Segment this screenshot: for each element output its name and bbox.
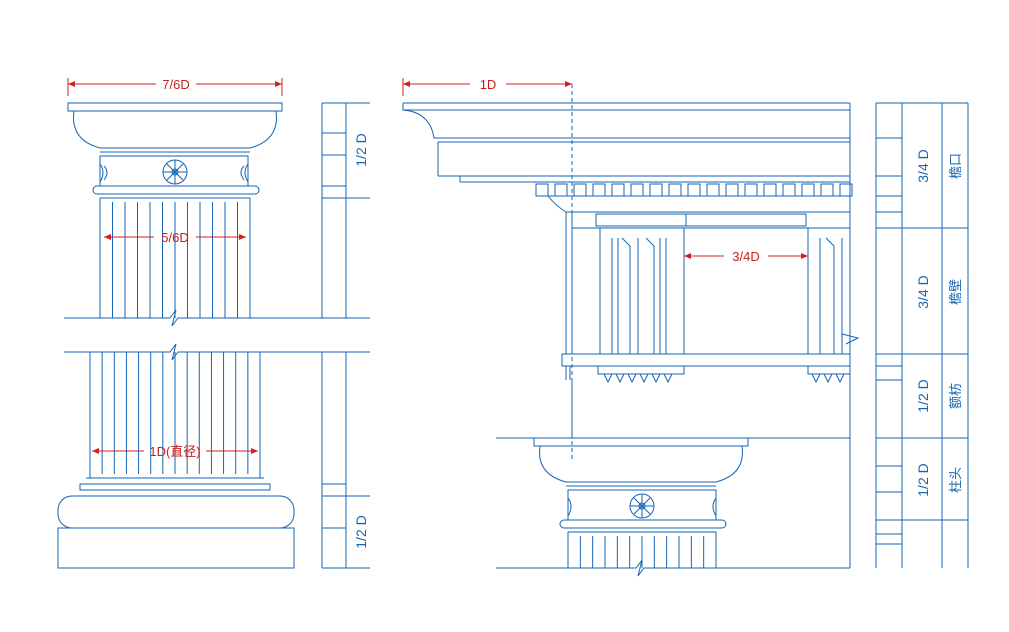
dentil-block xyxy=(668,183,682,197)
dim-neck-width: 5/6D xyxy=(104,230,246,245)
left-lower-shaft xyxy=(57,343,370,569)
left-scale-top-label: 1/2 D xyxy=(353,133,369,166)
dim-top-width: 7/6D xyxy=(67,77,283,96)
dentil-block xyxy=(535,183,549,197)
dentil-block xyxy=(706,183,720,197)
scale-capital-dim: 1/2 D xyxy=(915,463,931,496)
dim-projection: 1D xyxy=(402,77,572,96)
dentil-block xyxy=(573,183,587,197)
scale-architrave-name: 额枋 xyxy=(948,383,964,409)
scale-cornice-name: 檐口 xyxy=(949,153,964,179)
dim-shaft-diameter: 1D(直径) xyxy=(92,444,258,459)
left-capital xyxy=(67,102,283,199)
dentil-block xyxy=(782,183,796,197)
scale-architrave-dim: 1/2 D xyxy=(915,379,931,412)
dentil-block xyxy=(687,183,701,197)
scale-frieze-name: 檐壁 xyxy=(949,279,964,305)
dentil-block xyxy=(763,183,777,197)
dentil-block xyxy=(592,183,606,197)
dentil-block xyxy=(801,183,815,197)
scale-frieze-dim: 3/4 D xyxy=(915,275,931,308)
dentil-block xyxy=(649,183,663,197)
scale-cornice-dim: 3/4 D xyxy=(915,149,931,182)
right-scale-table: 3/4 D 檐口 3/4 D 檐壁 1/2 D 额枋 1/2 D 柱头 xyxy=(875,102,969,568)
dentil-block xyxy=(611,183,625,197)
dentil-block xyxy=(725,183,739,197)
dentil-block xyxy=(630,183,644,197)
cornice xyxy=(402,102,853,213)
dim-metope-label: 3/4D xyxy=(732,249,759,264)
dim-projection-label: 1D xyxy=(480,77,497,92)
left-scale-bar: 1/2 D 1/2 D xyxy=(321,102,370,569)
dentil-block xyxy=(744,183,758,197)
left-upper-shaft xyxy=(64,198,370,327)
right-capital xyxy=(496,437,850,577)
scale-capital-name: 柱头 xyxy=(949,467,964,493)
dim-shaft-diameter-label: 1D(直径) xyxy=(149,444,200,459)
left-scale-bottom-label: 1/2 D xyxy=(353,515,369,548)
rosette-icon xyxy=(629,493,655,519)
frieze xyxy=(565,212,860,355)
dentil-block xyxy=(554,183,568,197)
dim-metope: 3/4D xyxy=(684,249,808,264)
architrave xyxy=(496,103,851,568)
dentil-block xyxy=(820,183,834,197)
dim-top-width-label: 7/6D xyxy=(162,77,189,92)
dim-neck-width-label: 5/6D xyxy=(161,230,188,245)
rosette-icon xyxy=(162,159,188,185)
